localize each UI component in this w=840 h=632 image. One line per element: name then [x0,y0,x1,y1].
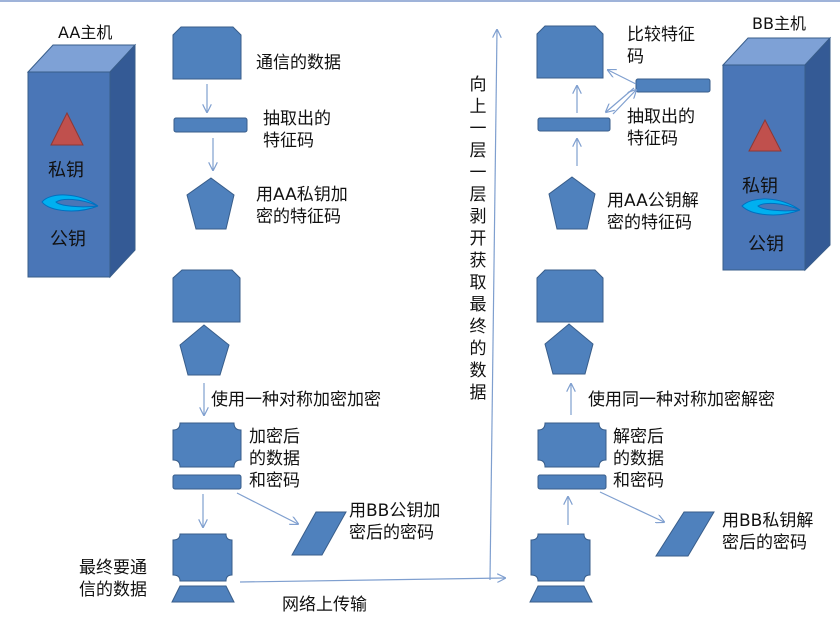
receiver-data-shape [536,269,604,323]
bb-private-key-label: 私钥 [742,176,778,197]
compare-data-shape [536,25,604,79]
symmetric-encrypt-label: 使用一种对称加密加密 [211,390,381,410]
peel-layers-arrow [489,30,497,581]
receiver-extracted-digest-bar [537,117,611,132]
data-with-signature-pentagon [179,324,230,376]
decrypted-password-bar [537,474,607,490]
arrow-to-bb-pubkey [236,492,298,524]
aa-public-key-label: 公钥 [50,229,86,250]
bb-private-key-icon [748,118,782,152]
bb-public-key-icon [741,198,801,216]
extract-digest-label: 抽取出的 特征码 [263,109,331,151]
aa-private-key-label: 私钥 [48,160,84,181]
arrow-compare-link-3 [608,70,637,85]
arrow-compare-link-1 [612,90,636,115]
final-data-shape [172,533,233,582]
arrow-compare-link-2 [606,87,635,112]
original-data-shape [172,26,242,80]
bb-host-box [721,36,832,272]
aa-sign-label: 用AA私钥加 密的特征码 [256,185,348,227]
bb-host-title: BB主机 [752,14,806,33]
bb-pubkey-encrypt-label: 用BB公钥加 密后的密码 [349,501,441,543]
peel-layers-label: 向上一层一层剥开获取最终的数据 [469,75,487,403]
symmetric-decrypt-label: 使用同一种对称加密解密 [588,390,775,410]
aa-public-key-icon [41,194,99,212]
receiver-verified-pentagon [548,176,596,230]
aa-host-box [26,43,137,279]
extracted-digest-bar [173,117,248,133]
receiver-extract-label: 抽取出的 特征码 [627,107,695,149]
arrow-to-bb-privkey [599,491,664,522]
encrypted-password-bar [172,474,242,490]
network-transfer-label: 网络上传输 [282,595,367,615]
encrypted-data-label: 加密后 的数据 和密码 [249,427,300,491]
bb-pubkey-encrypted-password-shape [291,511,347,556]
received-data-shape [530,533,591,582]
signed-digest-pentagon [186,177,235,230]
aa-host-title: AA主机 [58,23,113,42]
received-data-base [529,585,593,603]
aa-verify-label: 用AA公钥解 密的特征码 [607,191,699,233]
original-data-label: 通信的数据 [256,53,341,73]
decrypted-data-label: 解密后 的数据 和密码 [613,427,664,491]
bb-privkey-decrypt-label: 用BB私钥解 密后的密码 [722,511,814,553]
compare-digest-label: 比较特征 码 [627,25,695,67]
network-transfer-arrow [239,578,505,582]
bb-public-key-label: 公钥 [748,234,784,255]
top-border [0,0,840,2]
final-data-label: 最终要通 信的数据 [79,558,147,600]
receiver-decrypted-digest-bar [635,78,711,93]
data-with-signature-shape [172,269,241,323]
decrypted-data-shape [537,422,607,468]
encrypted-data-shape [172,422,242,468]
final-data-base [171,585,235,603]
receiver-data-pentagon [544,323,594,375]
aa-private-key-icon [50,111,84,146]
bb-privkey-decrypted-password-shape [655,511,715,557]
